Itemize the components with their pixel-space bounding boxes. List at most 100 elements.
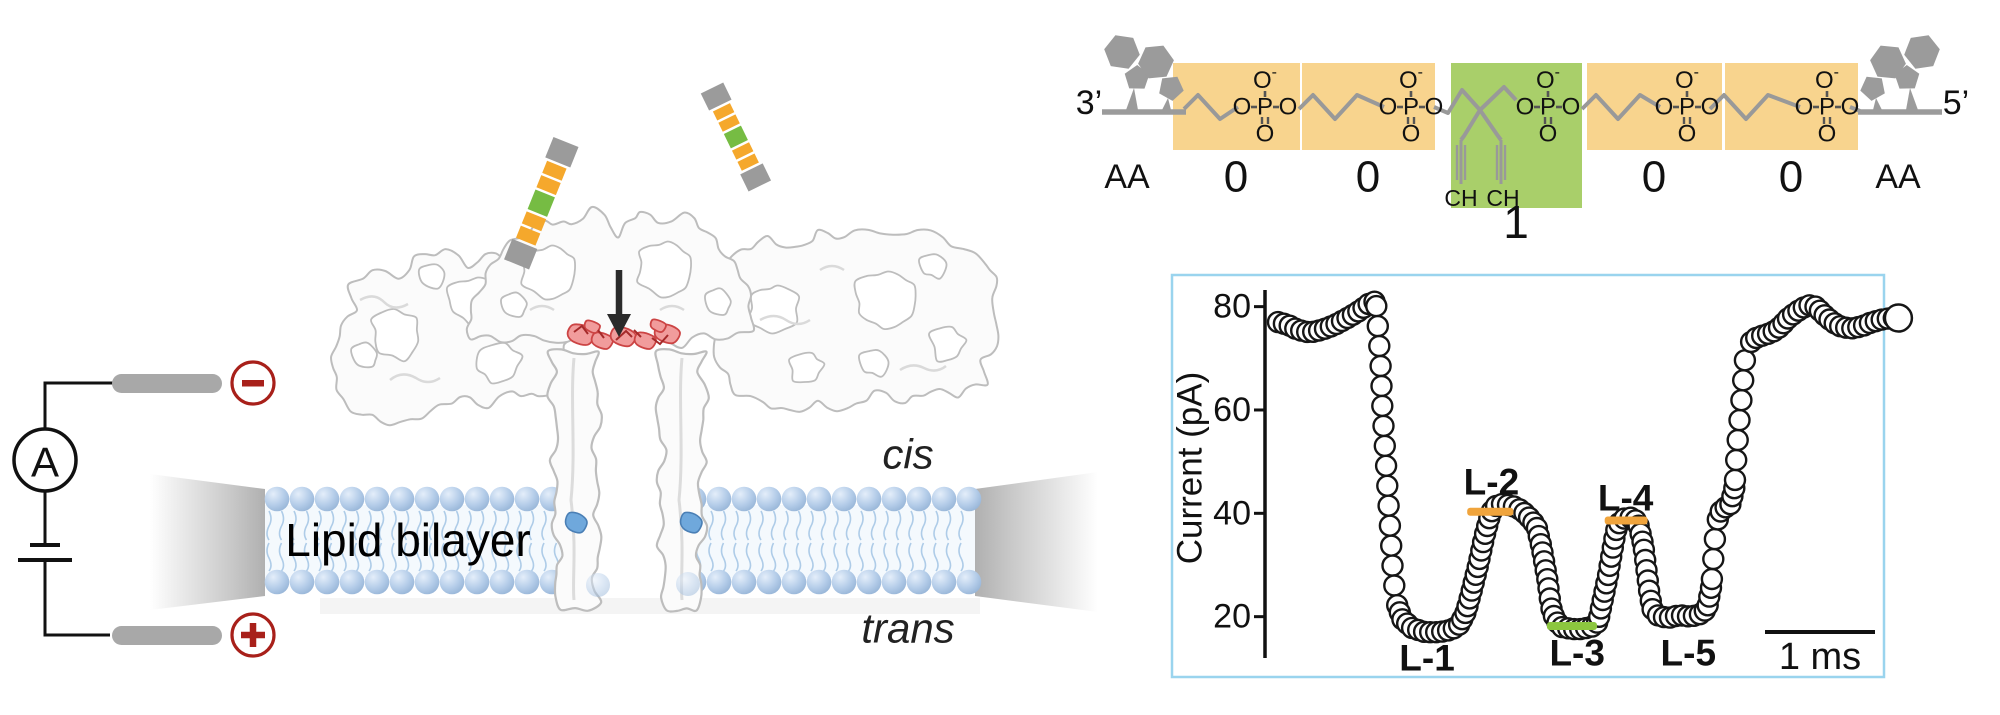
lipid-tail	[503, 510, 510, 541]
oxygen: O	[1562, 94, 1581, 121]
lipid-tail	[266, 542, 272, 572]
trace-point	[1372, 414, 1395, 438]
trace-end-point	[1883, 303, 1914, 333]
oxygen-minus: O-	[1815, 64, 1839, 94]
trace-point	[1370, 374, 1393, 398]
protein-hole	[520, 244, 577, 301]
ammeter-label: A	[31, 439, 59, 486]
lipid-head	[906, 569, 932, 595]
trace-point	[1383, 574, 1406, 597]
trace-point	[1728, 408, 1751, 432]
dna-segment-gray	[740, 163, 772, 192]
phosphorus: P	[1819, 94, 1835, 121]
trace-point	[1374, 454, 1398, 477]
wire	[43, 562, 110, 637]
lipid-tail	[770, 542, 777, 572]
lipid-head	[364, 569, 390, 595]
lipid-tail	[958, 510, 964, 541]
lipid-tail	[428, 542, 435, 572]
level-label-L-4: L-4	[1598, 477, 1654, 518]
alkyne-arm	[1459, 108, 1482, 142]
protein-hole	[918, 253, 948, 280]
dna-segment-orange	[536, 175, 561, 196]
membrane-support-right	[975, 472, 1098, 612]
protein-surface-detail	[899, 364, 947, 372]
lipid-tail	[733, 542, 739, 572]
lipid-tail	[808, 510, 814, 541]
dna-segment-green	[723, 125, 748, 149]
oxygen: O	[1425, 94, 1444, 121]
lipid-bilayer-label: Lipid bilayer	[285, 514, 530, 566]
oxygen-minus: O-	[1536, 64, 1560, 94]
dna-probe	[504, 136, 579, 270]
lipid-tail	[883, 510, 889, 541]
lipid-tail	[528, 510, 535, 541]
trace-point	[1726, 428, 1749, 452]
aa-label: AA	[1104, 158, 1150, 196]
lipid-tail	[453, 510, 460, 541]
lipid-head	[806, 486, 832, 512]
monomer-label-1: 1	[1503, 196, 1529, 248]
lipid-tail	[478, 542, 485, 572]
level-marker-L-2	[1467, 507, 1514, 516]
trace-point	[1702, 547, 1725, 571]
oxygen: O	[1841, 94, 1860, 121]
lipid-head	[464, 486, 490, 512]
lipid-head	[414, 486, 440, 512]
lipid-tail	[328, 510, 335, 541]
oxygen-minus: O-	[1675, 64, 1699, 94]
lipid-tail	[833, 510, 839, 541]
oxygen: O	[1516, 94, 1535, 121]
lipid-tail	[441, 510, 447, 541]
trace-point	[1368, 334, 1391, 358]
protein-leg-fold	[569, 357, 576, 601]
lipid-tail	[291, 542, 297, 572]
y-tick-label: 40	[1213, 494, 1251, 532]
dna-segment-orange	[737, 153, 759, 171]
wire	[43, 381, 115, 429]
lipid-tail	[870, 510, 877, 541]
lipid-head	[264, 569, 290, 595]
protein-hole	[858, 349, 890, 378]
lipid-tail	[328, 542, 335, 572]
protein-hole	[853, 270, 917, 331]
protein-crown	[465, 205, 756, 349]
oxygen-double: O	[1818, 121, 1837, 148]
lipid-tail	[758, 542, 764, 572]
phosphorus: P	[1257, 94, 1273, 121]
constriction-detail	[597, 329, 605, 339]
protein-surface-detail	[759, 314, 811, 326]
trace-point	[1369, 354, 1392, 378]
lipid-tail	[858, 542, 864, 572]
lipid-tail	[845, 542, 852, 572]
lipid-head	[464, 569, 490, 595]
oxygen-double: O	[1402, 121, 1421, 148]
trace-point	[1723, 468, 1747, 492]
lipid-tail	[908, 510, 914, 541]
lipid-tail	[366, 542, 372, 572]
lipid-tail	[491, 542, 497, 572]
monomer-label-0: 0	[1356, 153, 1380, 202]
lipid-tail	[378, 510, 385, 541]
dna-segment-orange	[542, 160, 567, 181]
lipid-tail	[416, 510, 422, 541]
lipid-head	[931, 569, 957, 595]
scale-bar-label: 1 ms	[1779, 636, 1861, 678]
dna-segment-gray	[700, 82, 732, 111]
oxygen: O	[1795, 94, 1814, 121]
trace-point	[1365, 294, 1388, 318]
y-tick-label: 80	[1213, 288, 1251, 326]
level-marker-L-3	[1546, 621, 1597, 630]
lipid-tail	[428, 510, 435, 541]
y-axis-title: Current (pA)	[1171, 372, 1210, 565]
lipid-head	[489, 486, 515, 512]
lipid-tail	[278, 510, 285, 541]
electrode-trans	[112, 626, 222, 645]
lipid-bilayer	[681, 486, 982, 595]
constriction-detail	[633, 329, 642, 338]
lipid-tail	[403, 510, 410, 541]
alkyne-arm	[1478, 108, 1503, 142]
lipid-tail	[920, 510, 927, 541]
